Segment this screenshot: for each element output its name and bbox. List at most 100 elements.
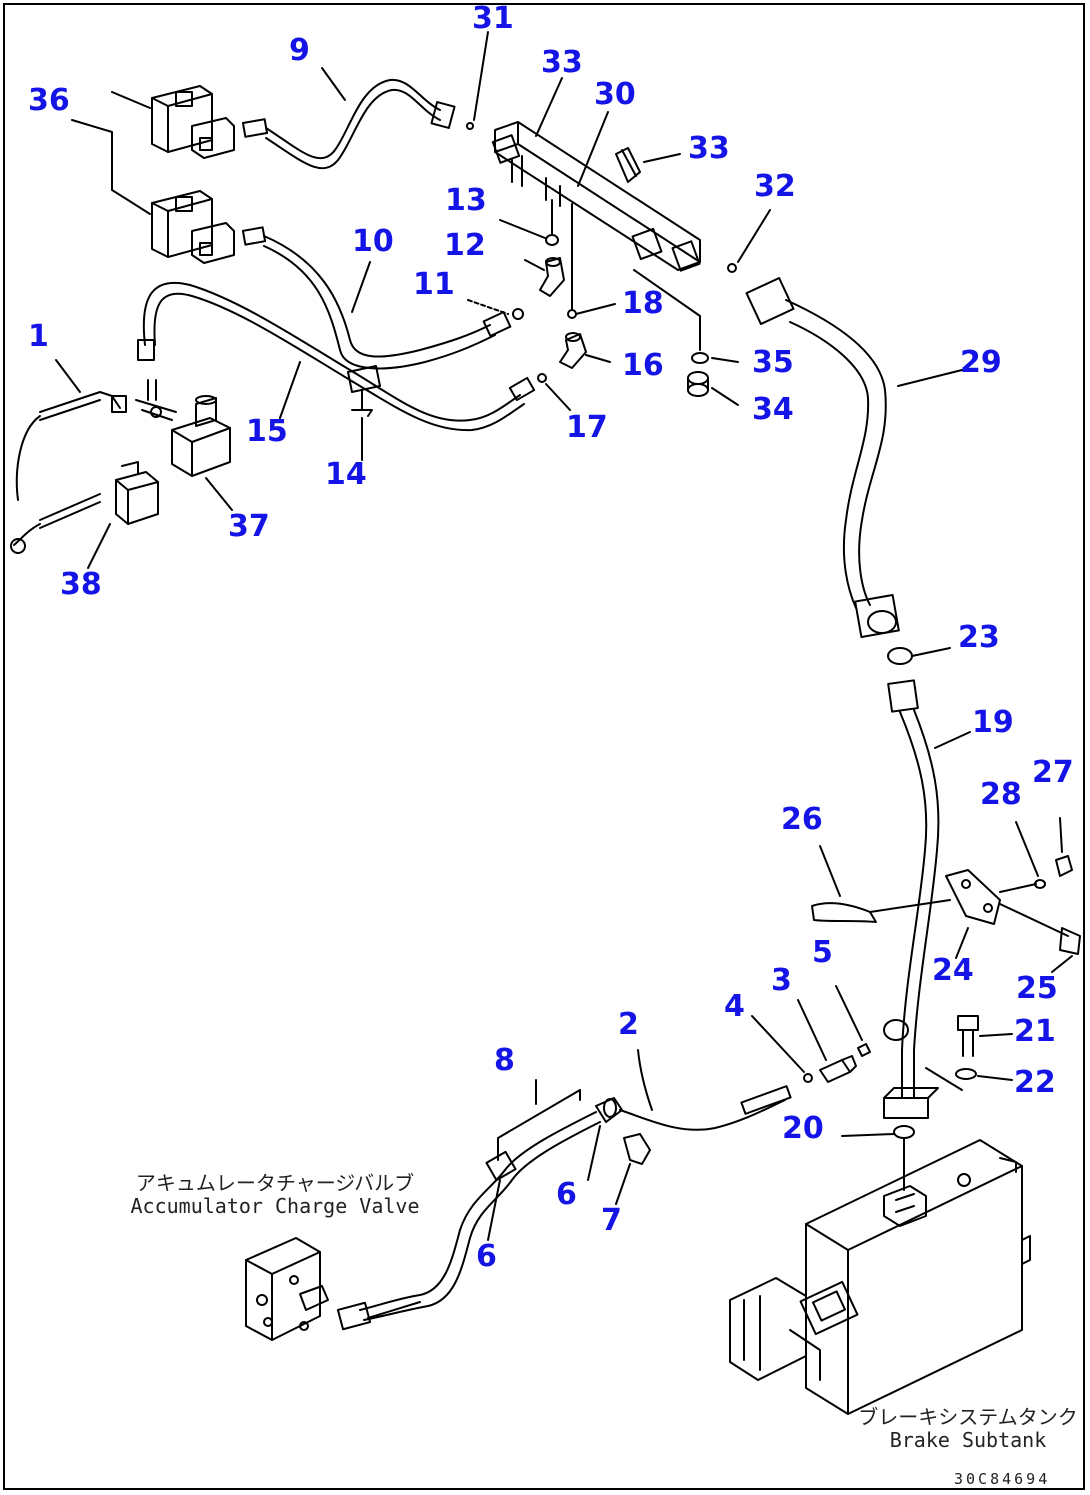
washer-22 xyxy=(955,1068,977,1080)
hose-29 xyxy=(745,276,900,639)
elbow-16 xyxy=(559,332,587,369)
callout-20: 20 xyxy=(782,1111,824,1146)
callout-7: 7 xyxy=(601,1203,622,1238)
pipe-19 xyxy=(883,679,940,1119)
callout-6-lower: 6 xyxy=(476,1239,497,1274)
leader-35-line xyxy=(633,269,701,351)
leader-6b xyxy=(487,1179,501,1241)
callout-13: 13 xyxy=(445,183,487,218)
callout-12: 12 xyxy=(444,228,486,263)
solenoid-valve-lower xyxy=(151,190,235,264)
leader-25 xyxy=(1051,955,1073,973)
hose-1 xyxy=(15,391,127,501)
leader-33b xyxy=(643,153,681,163)
coil-38 xyxy=(10,461,159,554)
manifold-block-30 xyxy=(491,121,701,272)
clip-33 xyxy=(615,147,641,183)
leader-36-upper xyxy=(111,91,151,109)
leader-26 xyxy=(819,845,841,897)
clamp-6-upper xyxy=(595,1097,623,1123)
leader-34 xyxy=(711,387,739,406)
callout-19: 19 xyxy=(972,705,1014,740)
leader-33a xyxy=(535,77,563,137)
leader-22 xyxy=(977,1075,1013,1081)
caption-tank-en: Brake Subtank xyxy=(889,1428,1047,1452)
leader-31 xyxy=(473,31,489,121)
adapter-3 xyxy=(819,1055,857,1083)
leader-2 xyxy=(637,1049,653,1111)
caption-brake-subtank: ブレーキシステムタンク Brake Subtank xyxy=(852,1406,1084,1452)
leader-11 xyxy=(467,299,509,315)
washer-35 xyxy=(691,352,709,364)
leader-21 xyxy=(979,1033,1013,1037)
callout-37: 37 xyxy=(228,509,270,544)
bolt-21 xyxy=(957,1015,979,1057)
clamp-26 xyxy=(811,902,877,923)
nut-27 xyxy=(1055,855,1073,877)
bracket-8-ends xyxy=(497,1089,581,1161)
bolt-25 xyxy=(999,903,1081,955)
leader-10 xyxy=(351,261,371,313)
hose-10 xyxy=(241,226,524,370)
callout-24: 24 xyxy=(932,953,974,988)
leader-4 xyxy=(751,1015,805,1073)
oring-23 xyxy=(887,647,913,665)
leader-12 xyxy=(524,259,545,271)
leader-7 xyxy=(615,1163,631,1205)
oring-31 xyxy=(466,122,474,130)
oring-18 xyxy=(567,309,577,319)
leader-6a xyxy=(587,1125,601,1181)
leader-30 xyxy=(577,111,609,187)
leader-18 xyxy=(575,303,616,315)
clamp-14 xyxy=(347,365,381,417)
callout-29: 29 xyxy=(960,345,1002,380)
leader-35 xyxy=(711,357,739,363)
callout-30: 30 xyxy=(594,77,636,112)
callout-17: 17 xyxy=(566,410,608,445)
callout-1: 1 xyxy=(28,319,49,354)
callout-34: 34 xyxy=(752,392,794,427)
callout-25: 25 xyxy=(1016,971,1058,1006)
callout-9: 9 xyxy=(289,33,310,68)
oring-17 xyxy=(537,373,547,383)
hose-2 xyxy=(619,1085,792,1131)
oring-32 xyxy=(727,263,737,273)
callout-26: 26 xyxy=(781,802,823,837)
callout-16: 16 xyxy=(622,348,664,383)
hose-8 xyxy=(336,1111,601,1331)
leader-17 xyxy=(545,383,571,411)
leader-29 xyxy=(897,369,963,387)
document-id: 30C84694 xyxy=(954,1470,1051,1488)
callout-3: 3 xyxy=(771,963,792,998)
caption-accumulator-en: Accumulator Charge Valve xyxy=(130,1194,420,1218)
callout-11: 11 xyxy=(413,267,455,302)
nut-34 xyxy=(687,371,709,397)
bolt-line xyxy=(999,883,1037,893)
hose-15 xyxy=(137,281,536,432)
leader-3 xyxy=(797,999,827,1061)
leader-36-lower xyxy=(71,119,151,215)
leader-9 xyxy=(321,67,346,101)
oring-5 xyxy=(857,1043,871,1057)
clamp-link xyxy=(869,899,951,913)
callout-31: 31 xyxy=(472,1,514,36)
leader-5 xyxy=(835,985,863,1041)
callout-5: 5 xyxy=(812,935,833,970)
callout-32: 32 xyxy=(754,169,796,204)
callout-6-upper: 6 xyxy=(556,1177,577,1212)
leader-20 xyxy=(841,1133,895,1137)
leader-37 xyxy=(205,477,233,511)
leader-23 xyxy=(911,647,951,657)
hose-9 xyxy=(241,78,456,170)
leader-16 xyxy=(585,354,611,363)
leader-19 xyxy=(934,731,971,749)
callout-4: 4 xyxy=(724,989,745,1024)
callout-27: 27 xyxy=(1032,755,1074,790)
callout-28: 28 xyxy=(980,777,1022,812)
leader-15 xyxy=(279,361,301,419)
leader-21-22 xyxy=(925,1067,963,1091)
callout-14: 14 xyxy=(325,457,367,492)
bracket-8 xyxy=(497,1089,581,1139)
leader-28 xyxy=(1015,821,1039,877)
